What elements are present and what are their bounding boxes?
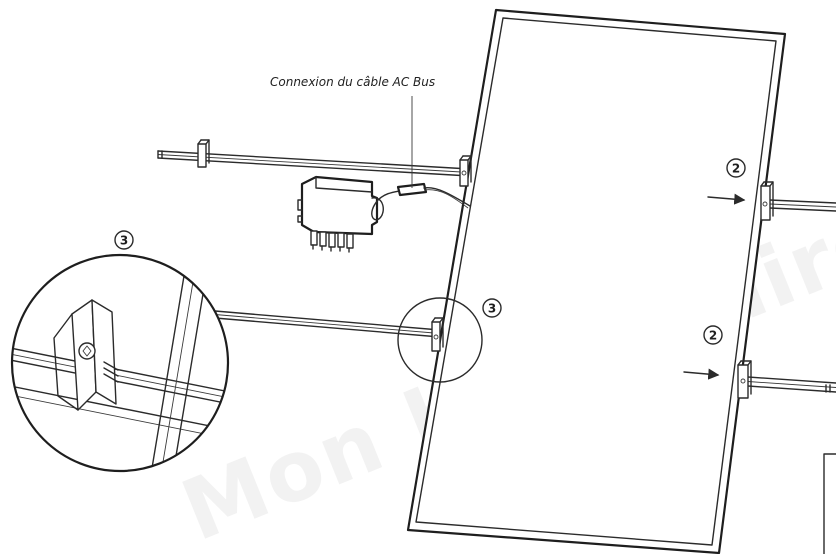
arrow-icon: [707, 193, 746, 205]
solar-panel: [406, 8, 787, 554]
step-callout-rail: 3: [482, 298, 502, 318]
mid-clamp-lower: [431, 317, 444, 352]
arrow-icon: [683, 368, 720, 380]
clamp-highlight-circle: [397, 297, 483, 383]
step-number: 3: [120, 234, 128, 248]
step-number: 2: [732, 162, 740, 176]
right-rails: [747, 199, 836, 393]
end-clamp-upper: [197, 139, 210, 168]
step-callout-upper-right: 2: [707, 158, 746, 205]
step-callout-lower-right: 2: [683, 325, 723, 380]
micro-inverter: [297, 175, 379, 253]
step-number: 3: [488, 302, 496, 316]
mid-clamp-upper: [459, 155, 472, 187]
step-number: 2: [709, 329, 717, 343]
end-clamp-right-lower: [737, 360, 752, 399]
lower-rail: [214, 310, 441, 338]
clamp-detail-magnifier: [10, 253, 230, 473]
end-clamp-right-upper: [760, 181, 774, 221]
ac-bus-cable: [371, 182, 471, 221]
partial-frame: [823, 453, 836, 554]
ac-bus-cable-label: Connexion du câble AC Bus: [270, 75, 435, 89]
step-callout-detail: 3: [114, 230, 134, 250]
upper-rail: [157, 150, 471, 177]
